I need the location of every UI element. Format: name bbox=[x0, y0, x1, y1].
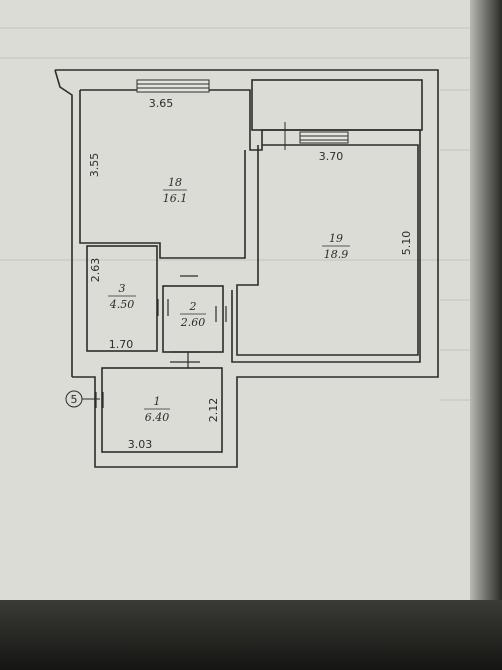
room-3-number: 3 bbox=[119, 282, 126, 295]
window-room18 bbox=[136, 79, 210, 93]
dim-room3-height: 2.63 bbox=[89, 258, 102, 283]
outer-wall-line bbox=[55, 69, 439, 468]
room-1-label: 1 6.40 bbox=[144, 395, 170, 424]
section-marker-label: 5 bbox=[71, 393, 78, 406]
dim-room19-width: 3.70 bbox=[319, 150, 344, 163]
room3-wall bbox=[86, 245, 158, 352]
paper-edge-shadow bbox=[470, 0, 502, 600]
inner-wall-line bbox=[80, 89, 421, 363]
dim-room18-width: 3.65 bbox=[149, 97, 174, 110]
room1-wall bbox=[101, 367, 223, 453]
table-surface bbox=[0, 600, 502, 670]
door-marks bbox=[95, 275, 227, 408]
room19-wall bbox=[236, 144, 419, 356]
room-1-number: 1 bbox=[154, 395, 161, 408]
window-room19 bbox=[299, 131, 349, 144]
dim-room3-width: 1.70 bbox=[109, 338, 134, 351]
room-18-number: 18 bbox=[168, 176, 182, 189]
outer-walls bbox=[54, 69, 439, 468]
room-18-label: 18 16.1 bbox=[163, 176, 188, 205]
dim-room1-height: 2.12 bbox=[207, 398, 220, 423]
paper-grid-lines bbox=[0, 27, 470, 401]
paper-sheet bbox=[0, 0, 470, 600]
room-labels: 18 16.1 19 18.9 3 4.50 2 2.60 1 bbox=[108, 176, 350, 424]
room-3-area: 4.50 bbox=[109, 298, 135, 311]
dimension-labels: 3.65 3.55 3.70 5.10 2.63 1.70 2.12 3.03 bbox=[88, 97, 413, 451]
left-outer-wall-line bbox=[54, 69, 73, 377]
room-19-label: 19 18.9 bbox=[322, 232, 350, 261]
dim-room18-height: 3.55 bbox=[88, 153, 101, 178]
room-2-label: 2 2.60 bbox=[180, 300, 206, 329]
room-1-area: 6.40 bbox=[145, 411, 170, 424]
balcony-outline bbox=[251, 79, 423, 131]
room-19-number: 19 bbox=[329, 232, 343, 245]
window-marks bbox=[136, 79, 349, 150]
room-2-area: 2.60 bbox=[180, 316, 206, 329]
room-18-area: 16.1 bbox=[163, 192, 188, 205]
room-3-label: 3 4.50 bbox=[108, 282, 136, 311]
dim-room19-height: 5.10 bbox=[400, 231, 413, 256]
dim-room1-width: 3.03 bbox=[128, 438, 153, 451]
room-2-number: 2 bbox=[189, 300, 197, 313]
room-19-area: 18.9 bbox=[324, 248, 349, 261]
room18-wall bbox=[79, 90, 246, 259]
section-marker: 5 bbox=[65, 390, 100, 408]
